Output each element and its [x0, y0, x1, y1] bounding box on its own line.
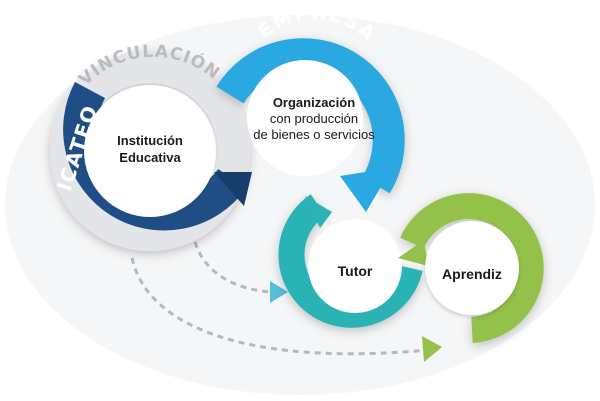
aprendiz-label: Aprendiz	[442, 266, 502, 282]
ring-tutor	[278, 194, 423, 328]
organizacion-node	[247, 60, 363, 176]
organizacion-line3: de bienes o servicios	[253, 127, 375, 142]
connector-institucion-tutor	[193, 241, 273, 294]
institucion-line1: Institución	[117, 133, 183, 148]
arrow-to-aprendiz	[422, 336, 442, 362]
connector-institucion-aprendiz	[130, 257, 429, 356]
ring-icateq	[50, 51, 252, 251]
ring-aprendiz	[398, 193, 544, 343]
tutor-label: Tutor	[338, 263, 373, 279]
organizacion-line2: con producción	[270, 111, 358, 126]
aprendiz-node	[425, 221, 519, 315]
ring-empresa	[216, 38, 405, 212]
tutor-node	[308, 219, 402, 313]
institucion-node	[84, 85, 216, 217]
institucion-line2: Educativa	[119, 150, 181, 165]
arrow-to-tutor	[270, 281, 288, 303]
organizacion-line1: Organización	[273, 95, 355, 110]
